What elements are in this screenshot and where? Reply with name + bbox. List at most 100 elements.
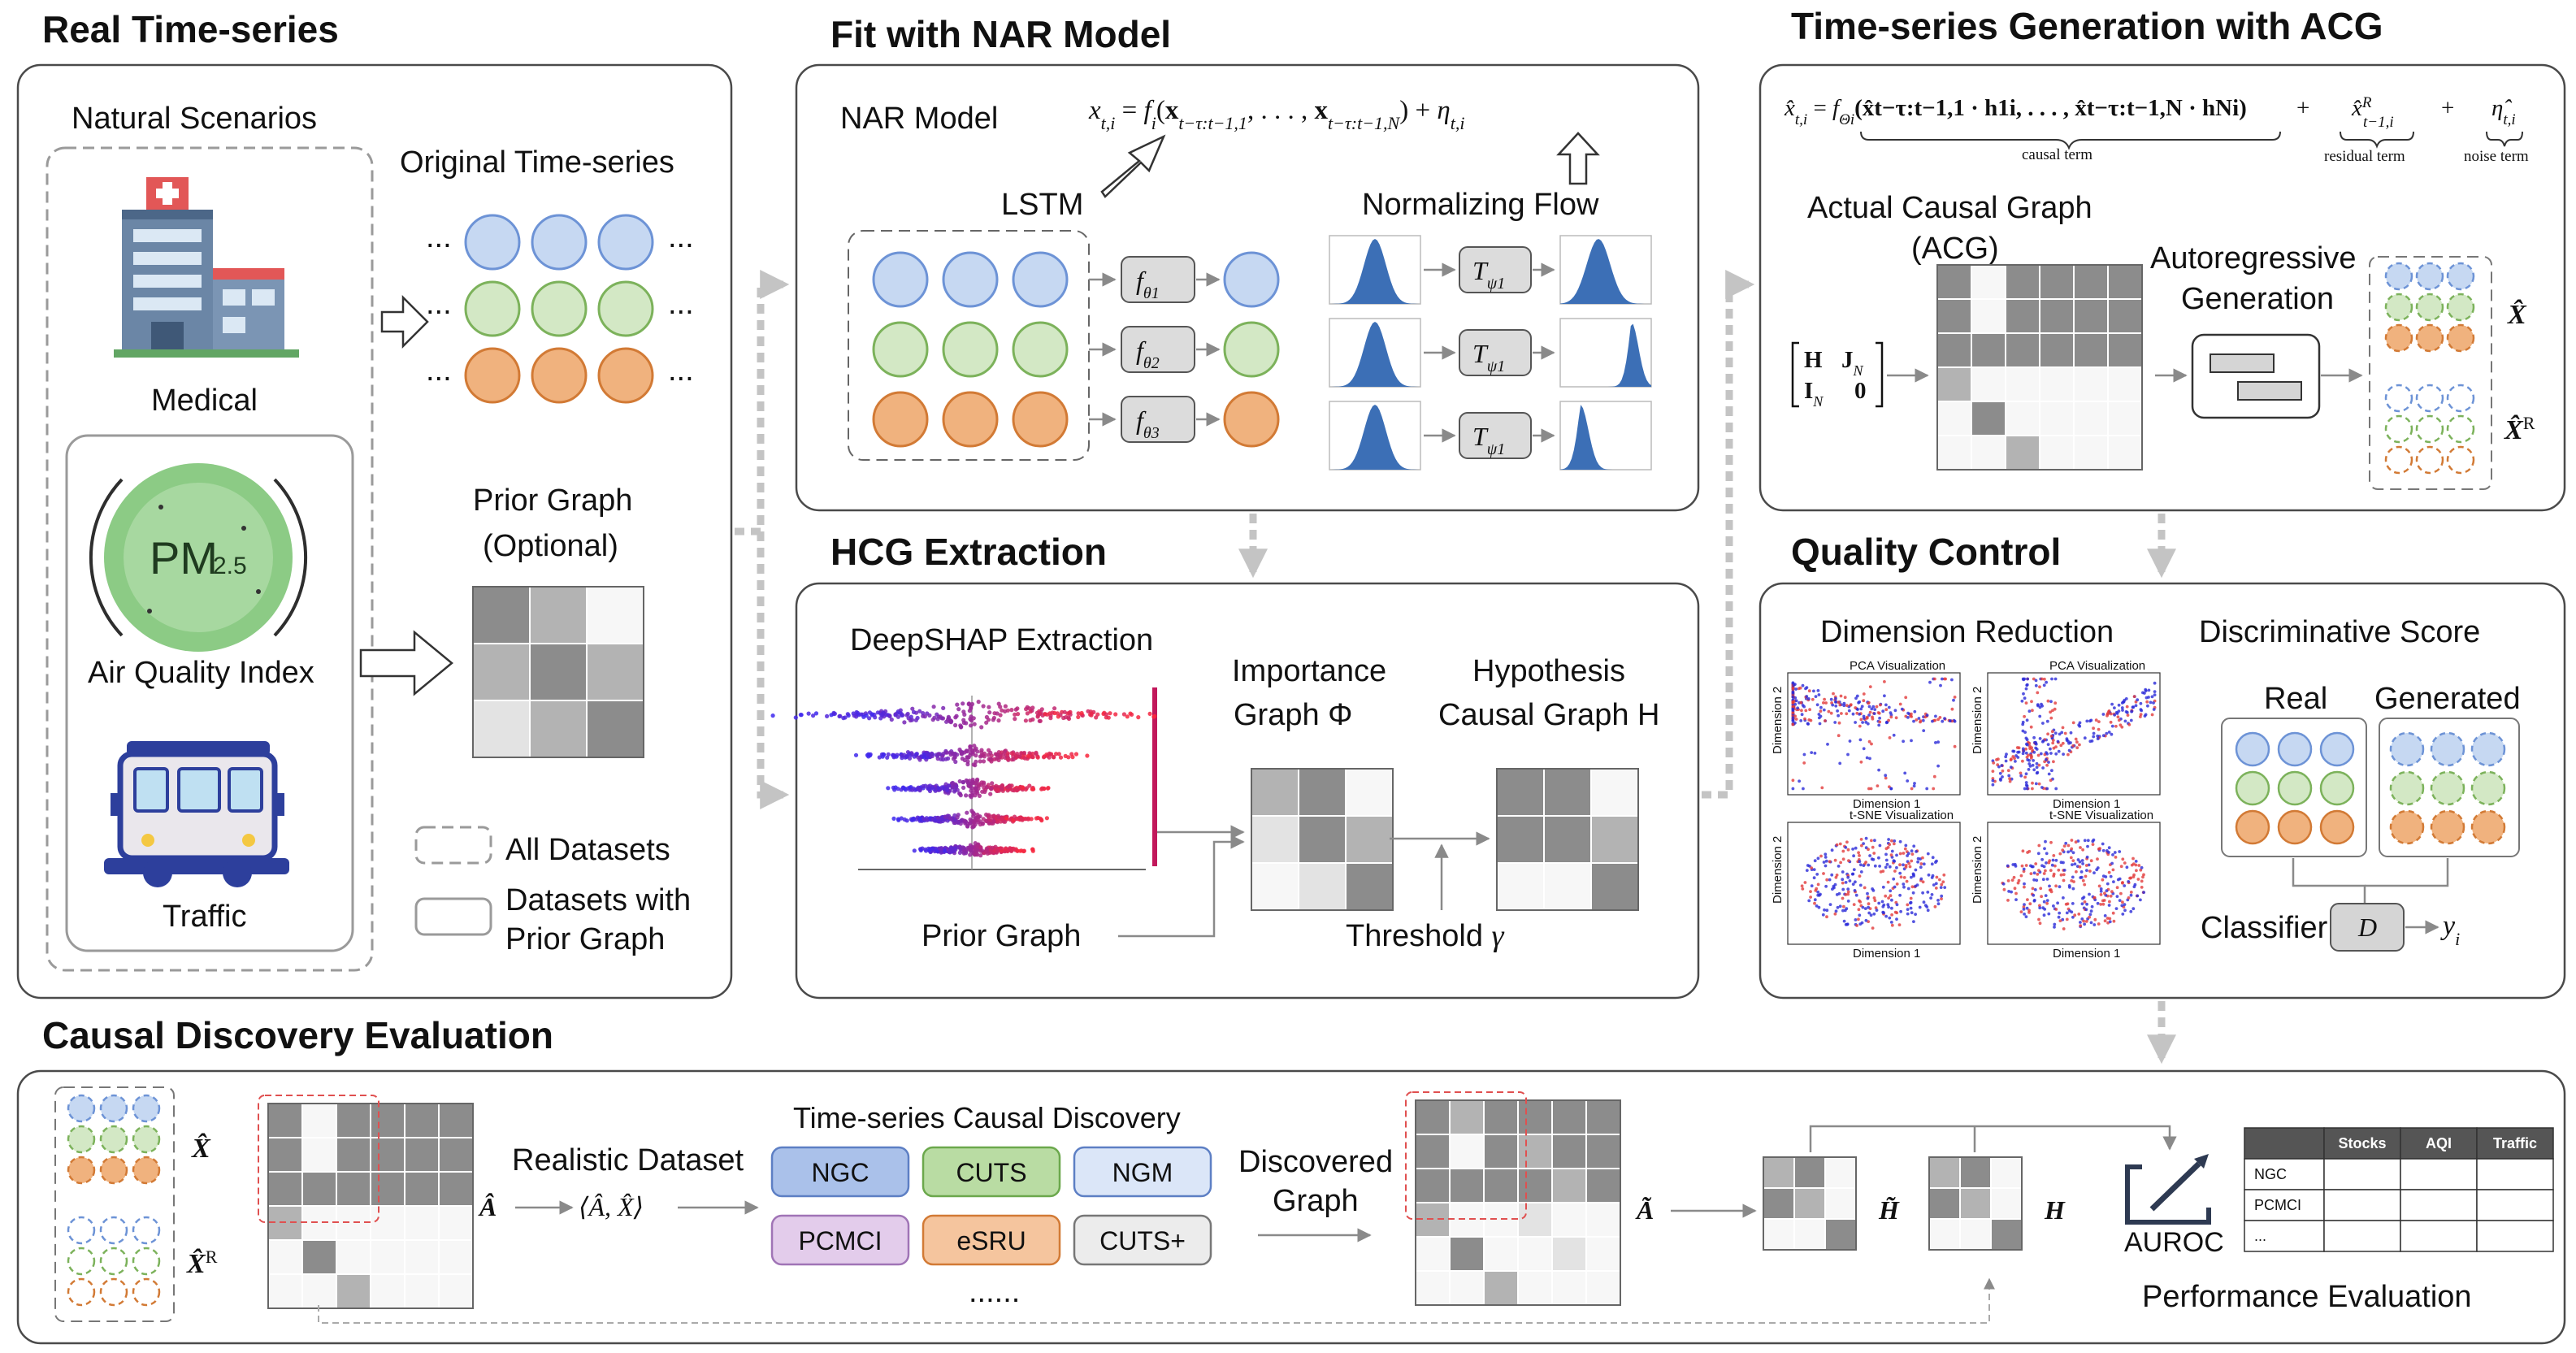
gen-eq-residual-sub: t−1,i (2363, 114, 2394, 131)
scatter-point (1909, 896, 1913, 900)
shap-point (975, 817, 980, 822)
scatter-point (2062, 878, 2066, 882)
scatter-point (1892, 733, 1896, 737)
hollow-arrow-scenarios (380, 294, 429, 349)
scatter-point (2030, 865, 2034, 869)
scatter-point (2080, 859, 2084, 862)
scatter-point (2006, 769, 2010, 773)
series-node (2446, 384, 2475, 413)
matrix-border (267, 1103, 474, 1309)
shap-point (1007, 783, 1012, 789)
shap-point (1121, 712, 1126, 717)
pm-label: PM (150, 532, 218, 583)
matrix-cell (2107, 366, 2143, 402)
scatter-point (1889, 711, 1893, 714)
scatter-point (1914, 868, 1918, 872)
shap-point (806, 711, 811, 716)
scatter-point (1806, 722, 1810, 726)
shap-point (1094, 715, 1099, 720)
scatter-point (1931, 856, 1935, 860)
scatter-point (2014, 898, 2018, 901)
scatter-point (2050, 730, 2054, 734)
series-node (531, 214, 588, 271)
series-node (872, 391, 929, 448)
h-label: H (2044, 1195, 2066, 1225)
scatter-point (1881, 869, 1885, 873)
scatter-point (2051, 741, 2055, 745)
scatter-point (2050, 769, 2053, 773)
shap-point (1054, 752, 1059, 757)
scatter-point (2081, 848, 2085, 852)
ellipsis-left-1: ... (426, 220, 452, 254)
scatter-point (2105, 889, 2109, 893)
shap-point (894, 754, 899, 759)
all-datasets-box (46, 146, 374, 972)
scatter-point (2021, 722, 2025, 726)
shap-point (913, 718, 918, 722)
shap-point (910, 706, 915, 711)
scatter-point (1907, 861, 1911, 865)
matrix-cell (1543, 815, 1592, 864)
series-node (2470, 770, 2506, 806)
h-matrix (1928, 1156, 2023, 1251)
scatter-point (2005, 752, 2008, 756)
legend-prior-label-1: Datasets with (505, 883, 691, 917)
shap-point (944, 750, 949, 755)
scatter-point (1894, 716, 1898, 720)
scatter-point (2091, 839, 2095, 843)
plot-ylabel: Dimension 2 (1971, 836, 1984, 904)
scatter-point (2115, 886, 2119, 890)
matrix-cell (438, 1273, 474, 1309)
table-header-cell (2476, 1127, 2554, 1160)
scatter-point (1940, 882, 1944, 887)
scatter-point (1943, 886, 1947, 889)
shap-point (917, 757, 922, 762)
scatter-point (2085, 902, 2089, 906)
shap-point (989, 759, 994, 764)
shap-point (1026, 753, 1030, 758)
gen-output-circles (2384, 262, 2475, 475)
scatter-point (2043, 677, 2046, 681)
shap-point (957, 747, 962, 752)
series-node (2277, 809, 2313, 845)
scatter-point (1862, 842, 1866, 845)
t-box (1459, 246, 1532, 293)
generated-label: Generated (2374, 682, 2521, 716)
scatter-point (2027, 762, 2032, 765)
shap-point (941, 705, 946, 711)
shap-point (1052, 755, 1056, 760)
shap-point (961, 780, 965, 785)
shap-point (971, 762, 976, 767)
scatter-point (1829, 711, 1833, 715)
original-ts-circles (464, 214, 654, 404)
matrix-border (472, 586, 644, 758)
scatter-point (2054, 752, 2058, 756)
matrix-cell (1936, 264, 1972, 300)
scatter-point (1858, 883, 1863, 887)
scatter-point (1834, 696, 1837, 700)
scatter-point (2040, 895, 2044, 899)
f-box (1121, 326, 1195, 373)
shap-point (947, 783, 952, 788)
shap-point (927, 848, 932, 852)
shap-point (935, 717, 940, 722)
output-node (1223, 321, 1280, 378)
scatter-point (1867, 739, 1871, 744)
scatter-point (1846, 892, 1850, 896)
scatter-point (2118, 877, 2122, 881)
scatter-point (1914, 913, 1918, 916)
matrix-cell (336, 1171, 371, 1207)
scatter-point (2062, 752, 2066, 756)
shap-point (861, 714, 866, 719)
shap-point (1113, 712, 1118, 717)
f-box (1121, 396, 1195, 443)
shap-point (1147, 711, 1152, 717)
shap-point (886, 786, 891, 791)
scatter-point (1906, 711, 1910, 715)
shap-point (993, 752, 998, 757)
scatter-point (1918, 905, 1922, 909)
scatter-point (1791, 695, 1795, 699)
scatter-point (1895, 917, 1898, 921)
scatter-point (1858, 874, 1862, 878)
scatter-point (1846, 890, 1850, 894)
